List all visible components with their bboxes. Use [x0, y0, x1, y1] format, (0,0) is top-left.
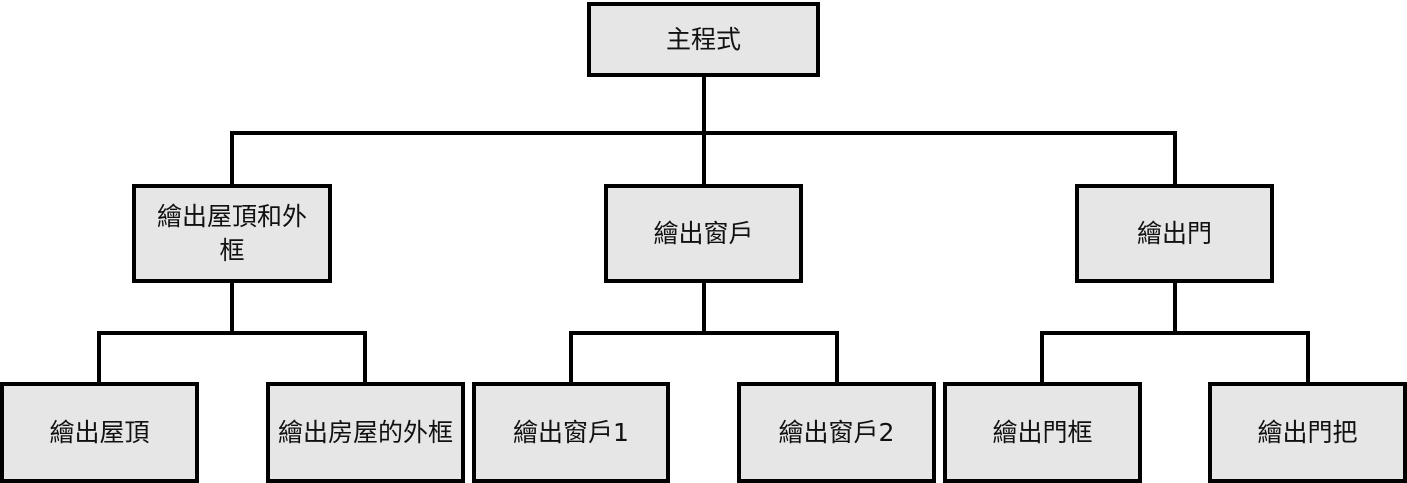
node-label: 繪出門把	[1257, 417, 1358, 447]
node-label: 繪出房屋的外框	[278, 417, 454, 447]
node-label: 主程式	[665, 24, 741, 54]
node-draw-house-frame: 繪出房屋的外框	[266, 382, 465, 483]
node-label: 繪出窗戶2	[778, 417, 895, 447]
node-draw-window-2: 繪出窗戶2	[737, 382, 936, 483]
node-label: 繪出窗戶1	[513, 417, 629, 447]
node-draw-door-frame: 繪出門框	[943, 382, 1142, 483]
node-label: 繪出門框	[992, 417, 1093, 447]
node-draw-door: 繪出門	[1075, 184, 1274, 283]
node-draw-window: 繪出窗戶	[604, 184, 803, 283]
node-label: 繪出屋頂	[49, 417, 150, 447]
node-label: 繪出窗戶	[653, 218, 754, 248]
node-main-program: 主程式	[587, 2, 820, 77]
node-draw-roof: 繪出屋頂	[0, 382, 199, 483]
node-draw-roof-and-frame: 繪出屋頂和外框	[132, 184, 332, 283]
node-draw-door-handle: 繪出門把	[1208, 382, 1407, 483]
node-label: 繪出門	[1136, 218, 1212, 248]
node-label: 繪出屋頂和外框	[156, 201, 307, 265]
node-draw-window-1: 繪出窗戶1	[472, 382, 670, 483]
